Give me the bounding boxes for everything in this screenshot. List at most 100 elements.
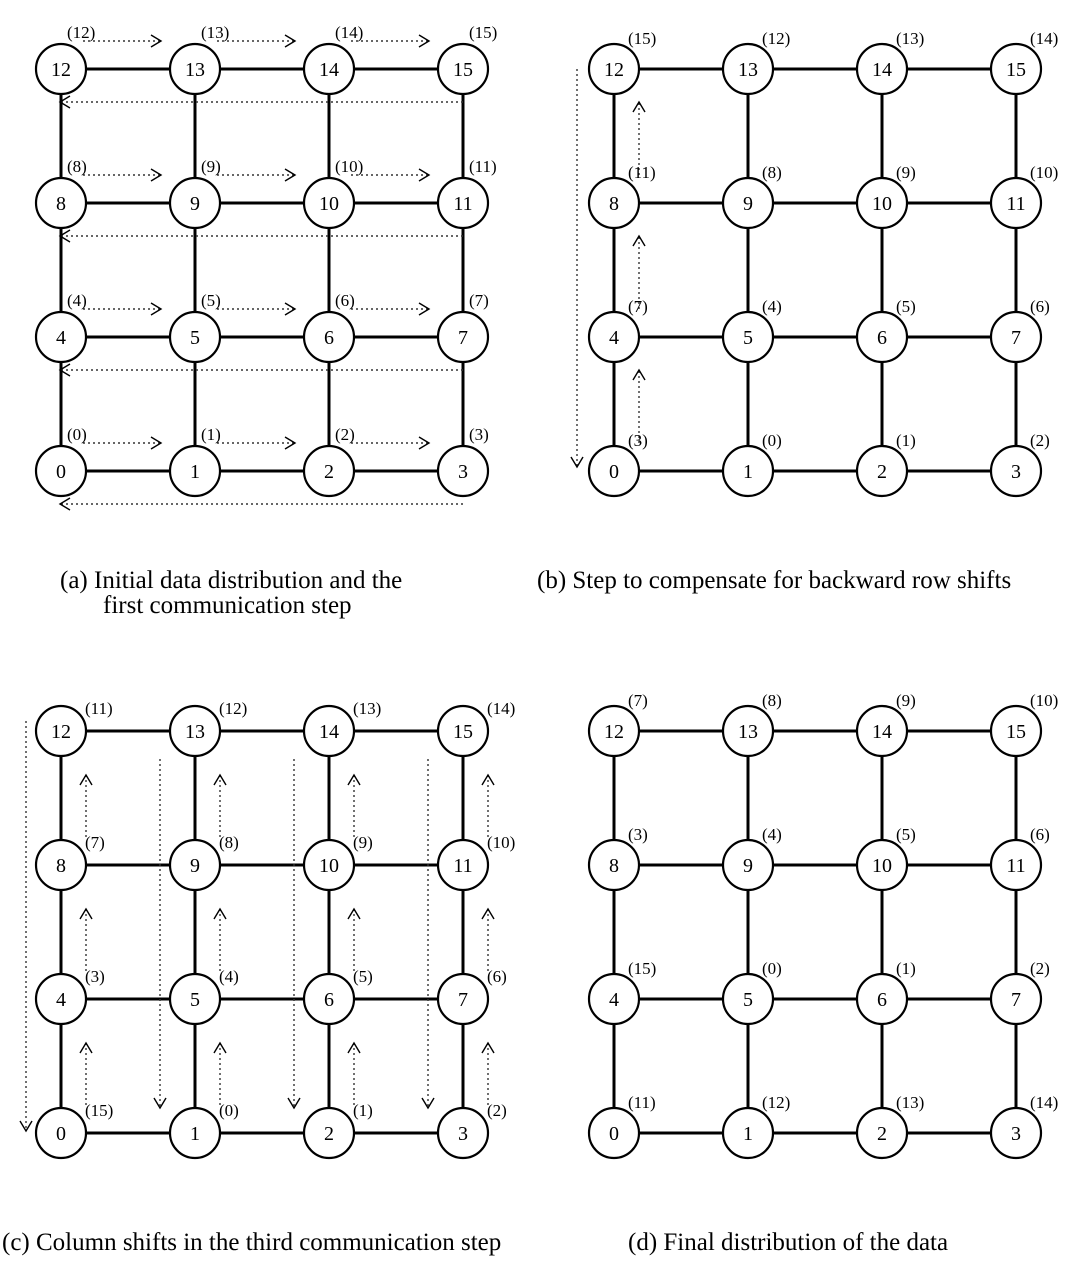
processor-node: 9(4) [721,825,782,892]
node-circle [855,42,909,96]
data-block-label: (14) [335,23,363,42]
processor-node: 9(8) [721,163,782,230]
processor-node: 11(6) [989,825,1050,892]
node-id-label: 11 [453,855,472,877]
node-id-label: 6 [324,989,334,1011]
compensation-arrows [570,69,646,469]
node-circle [989,972,1043,1026]
node-id-label: 3 [458,461,468,483]
processor-node: 14(13) [302,699,381,758]
processor-node: 12(11) [34,699,113,758]
processor-node: 3(2) [436,1101,507,1160]
data-block-label: (13) [201,23,229,42]
processor-node: 14(13) [855,29,924,96]
node-id-label: 2 [324,1123,334,1145]
node-circle [168,1106,222,1160]
data-block-label: (0) [762,431,782,450]
node-id-label: 4 [56,327,66,349]
data-block-label: (11) [628,1093,656,1112]
data-block-label: (10) [335,157,363,176]
node-id-label: 8 [609,193,619,215]
forward-shift-arrowhead [150,436,163,450]
data-block-label: (3) [628,825,648,844]
node-id-label: 6 [324,327,334,349]
node-circle [302,42,356,96]
upward-shift-arrowhead [79,773,93,786]
node-circle [436,1106,490,1160]
wraparound-shift-arrowhead [287,1097,301,1110]
node-circle [168,310,222,364]
data-block-label: (7) [628,691,648,710]
node-id-label: 6 [877,989,887,1011]
data-block-label: (2) [487,1101,507,1120]
data-block-label: (4) [762,825,782,844]
node-circle [587,838,641,892]
data-block-label: (5) [201,291,221,310]
wraparound-shift-arrowhead [58,229,71,243]
data-block-label: (8) [762,691,782,710]
node-circle [436,704,490,758]
processor-node: 13 (13) [168,23,229,96]
node-circle [302,310,356,364]
node-id-label: 15 [453,59,473,81]
data-block-label: (12) [219,699,247,718]
data-block-label: (14) [487,699,515,718]
node-circle [34,176,88,230]
upward-shift-arrowhead [481,907,495,920]
node-id-label: 5 [190,327,200,349]
processor-node: 4(4) [34,291,88,364]
node-id-label: 13 [185,59,205,81]
node-circle [34,42,88,96]
processor-node: 12(15) [587,29,656,96]
processor-node: 1(12) [721,1093,790,1160]
node-circle [989,444,1043,498]
row-shift-arrows [58,34,463,511]
processor-node: 8(11) [587,163,656,230]
node-id-label: 9 [743,193,753,215]
node-id-label: 0 [56,1123,66,1145]
data-block-label: (13) [896,1093,924,1112]
processor-node: 10(9) [855,163,916,230]
wraparound-shift-arrowhead [58,497,71,511]
data-block-label: (1) [896,431,916,450]
data-block-label: (2) [335,425,355,444]
upward-shift-arrowhead [481,773,495,786]
processor-node: 15 (15) [436,23,497,96]
upward-shift-arrowhead [347,1041,361,1054]
processor-node: 4(7) [587,297,648,364]
upward-shift-arrowhead [213,907,227,920]
data-block-label: (12) [67,23,95,42]
node-circle [989,176,1043,230]
data-block-label: (15) [469,23,497,42]
node-id-label: 14 [319,59,339,81]
data-block-label: (11) [85,699,113,718]
node-id-label: 15 [1006,59,1026,81]
node-id-label: 7 [458,327,468,349]
upward-shift-arrowhead [632,234,646,247]
panel-caption: (a) Initial data distribution and the [60,567,402,594]
processor-node: 7(2) [989,959,1050,1026]
data-block-label: (9) [896,163,916,182]
data-block-label: (12) [762,29,790,48]
node-id-label: 10 [319,193,339,215]
node-id-label: 5 [743,989,753,1011]
data-block-label: (6) [1030,297,1050,316]
node-circle [302,972,356,1026]
data-block-label: (3) [628,431,648,450]
panel-caption: (d) Final distribution of the data [628,1229,948,1256]
processor-node: 8(8) [34,157,88,230]
processor-node: 4(15) [587,959,656,1026]
node-id-label: 4 [56,989,66,1011]
forward-shift-arrowhead [284,34,297,48]
node-circle [302,176,356,230]
processor-node: 6(6) [302,291,356,364]
node-circle [436,310,490,364]
processor-node: 13(12) [721,29,790,96]
data-block-label: (4) [67,291,87,310]
node-circle [436,176,490,230]
node-circle [34,838,88,892]
node-circle [855,1106,909,1160]
mesh-links [59,729,465,1135]
panel-caption: (b) Step to compensate for backward row … [537,567,1011,594]
upward-shift-arrowhead [347,773,361,786]
